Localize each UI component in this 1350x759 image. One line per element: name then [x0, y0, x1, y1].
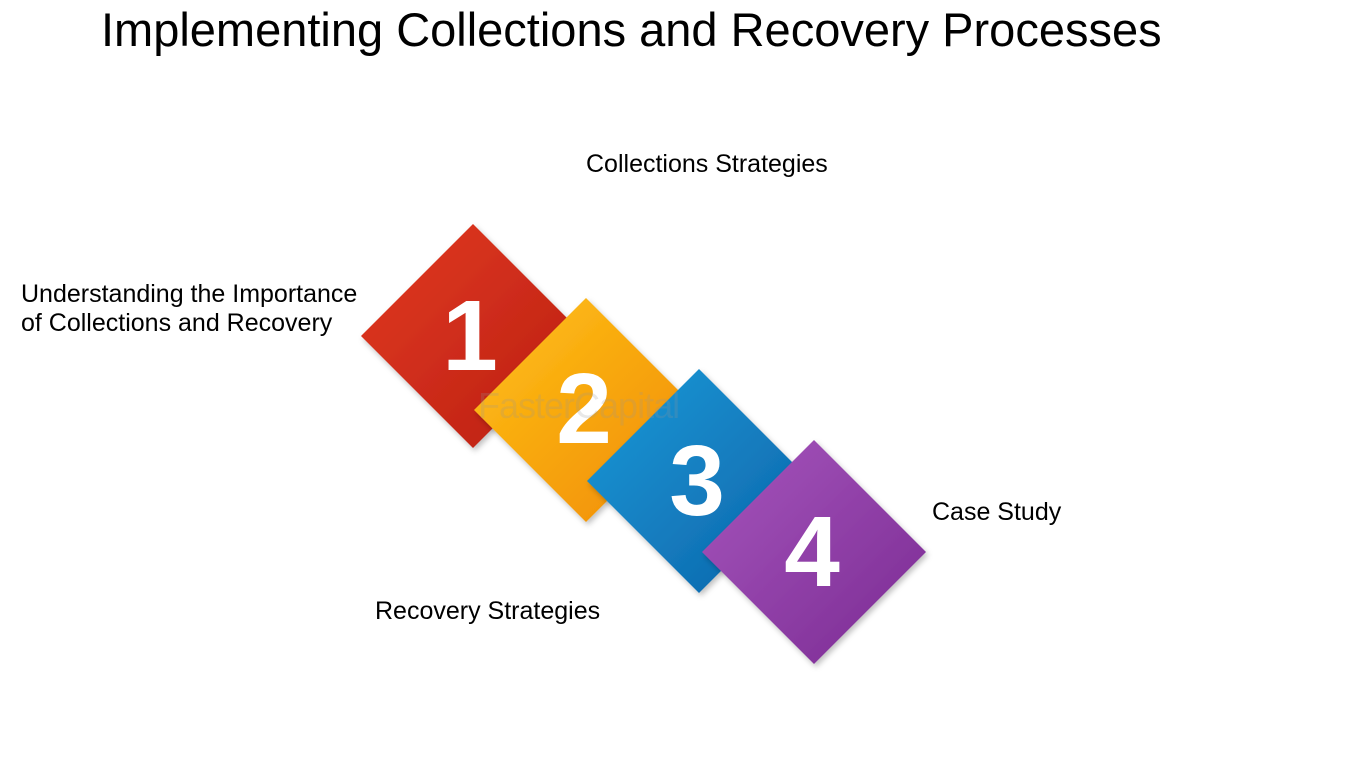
step-1-number: 1 [442, 280, 498, 392]
step-2-number: 2 [556, 353, 612, 465]
step-4-diamond [702, 440, 926, 664]
step-4-number: 4 [784, 496, 840, 608]
watermark-logo: FasterCapital [478, 385, 680, 426]
step-4-label: Case Study [932, 498, 1062, 526]
step-1-label: Understanding the Importance of Collecti… [21, 280, 358, 337]
page-title: Implementing Collections and Recovery Pr… [101, 3, 1162, 56]
step-3-number: 3 [669, 425, 725, 537]
step-2-label: Collections Strategies [586, 150, 828, 178]
step-3-label: Recovery Strategies [375, 597, 601, 625]
